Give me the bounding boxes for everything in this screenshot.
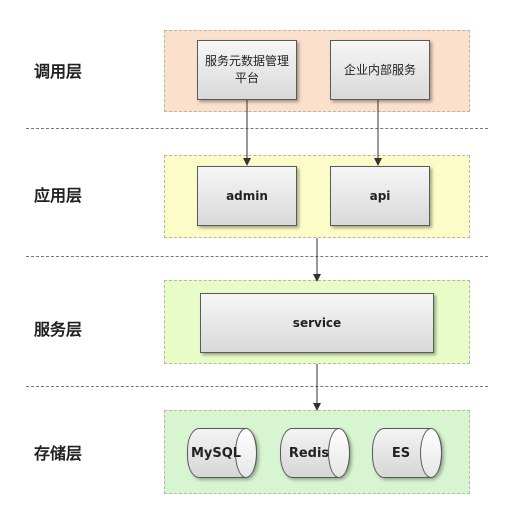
storage-mysql[interactable]: MySQL	[187, 428, 257, 478]
layer-label-storage: 存储层	[34, 444, 83, 463]
node-metadata-platform[interactable]: 服务元数据管理平台	[197, 40, 297, 100]
node-enterprise-service[interactable]: 企业内部服务	[330, 40, 430, 100]
cylinder-rim	[235, 428, 257, 478]
layer-divider-3	[26, 386, 488, 387]
layer-label-service: 服务层	[34, 320, 83, 339]
storage-es-label: ES	[391, 445, 411, 461]
layer-divider-2	[26, 256, 488, 257]
storage-redis[interactable]: Redis	[280, 428, 350, 478]
storage-mysql-label: MySQL	[190, 445, 242, 461]
storage-es[interactable]: ES	[372, 428, 442, 478]
layer-label-app: 应用层	[34, 186, 83, 205]
layer-divider-1	[26, 128, 488, 129]
cylinder-rim	[328, 428, 350, 478]
node-service[interactable]: service	[200, 293, 434, 353]
cylinder-rim	[420, 428, 442, 478]
layer-label-call: 调用层	[34, 62, 83, 81]
node-api[interactable]: api	[330, 166, 430, 226]
node-admin[interactable]: admin	[197, 166, 297, 226]
storage-redis-label: Redis	[288, 445, 330, 461]
